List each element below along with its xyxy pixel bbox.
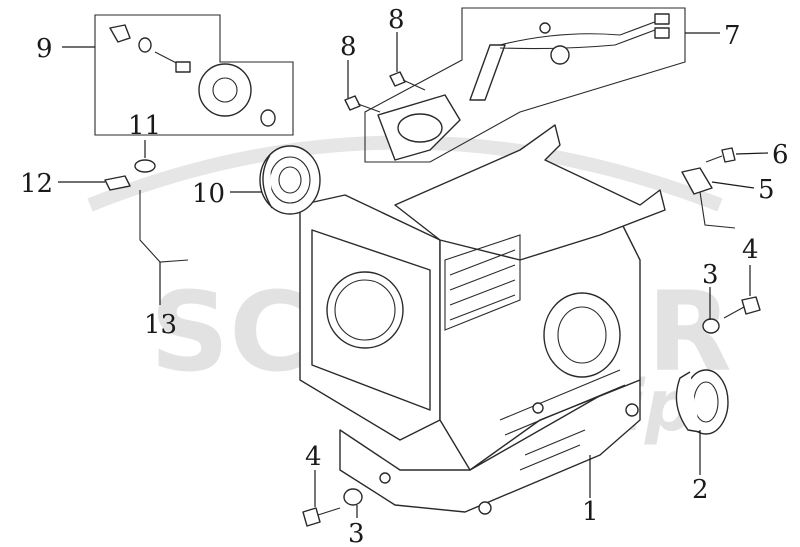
callout-11: 11 (128, 111, 161, 141)
oil-sensor-group-box (364, 7, 686, 163)
callout-12: 12 (20, 169, 53, 199)
clip-12 (104, 175, 131, 191)
callout-4-right: 4 (742, 235, 759, 265)
callout-2: 2 (692, 475, 709, 505)
oil-seal (675, 369, 729, 435)
callout-8-left: 8 (340, 32, 357, 62)
governor-assembly (109, 24, 276, 127)
callout-7: 7 (724, 21, 741, 51)
washer-3-bottom (343, 488, 363, 506)
crankcase (299, 124, 666, 515)
callouts: 1 2 3 3 4 4 5 6 7 8 8 9 10 11 12 13 (20, 5, 789, 547)
callout-13: 13 (144, 310, 177, 340)
washer-3-right (702, 318, 720, 334)
bolt-4-right (723, 296, 761, 319)
rod-13 (139, 190, 189, 263)
ignition-bracket (681, 167, 736, 229)
governor-group-box (94, 14, 294, 136)
leader-lines (58, 32, 769, 518)
bearing (259, 145, 321, 215)
callout-9: 9 (36, 34, 53, 64)
callout-5: 5 (758, 175, 775, 205)
callout-4-bottom: 4 (305, 442, 322, 472)
bolt-4-bottom (302, 507, 341, 527)
callout-3-right: 3 (702, 260, 719, 290)
washer-11 (134, 159, 156, 173)
callout-1: 1 (582, 497, 599, 527)
bolt-8-left (344, 95, 381, 113)
callout-8-right: 8 (388, 5, 405, 35)
callout-6: 6 (772, 140, 789, 170)
bolt-6 (705, 147, 736, 163)
callout-3-bottom: 3 (348, 519, 365, 547)
bolt-8-right (389, 71, 426, 91)
callout-10: 10 (192, 179, 225, 209)
oil-sensor-assembly (377, 13, 670, 161)
